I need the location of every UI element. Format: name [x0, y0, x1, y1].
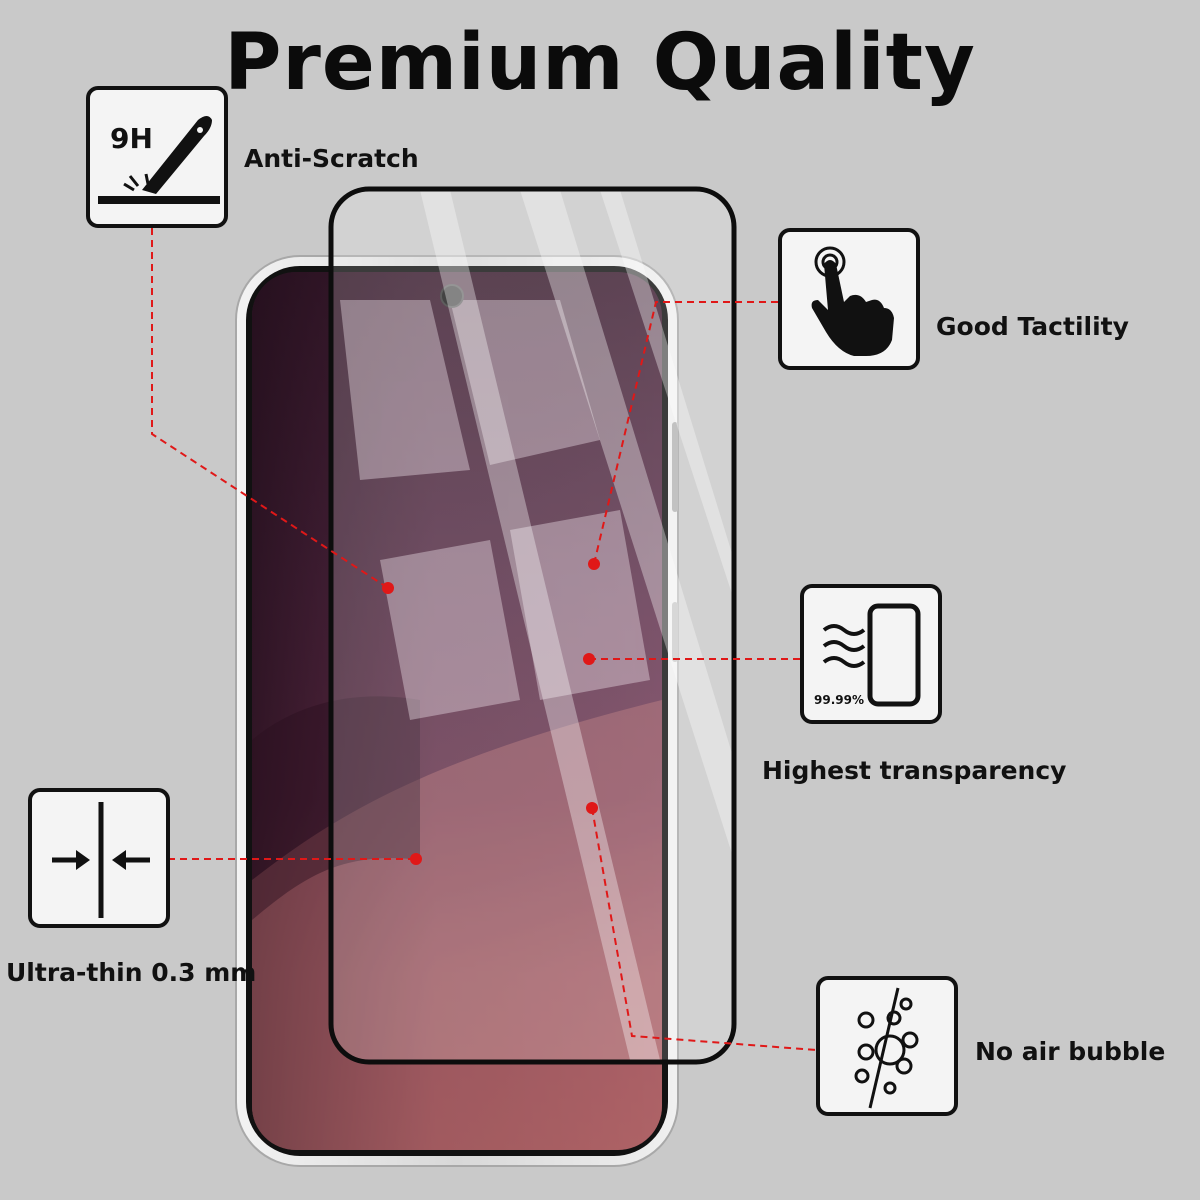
tactility-label: Good Tactility — [936, 312, 1129, 341]
guide-lines — [151, 228, 817, 1051]
transparency-badge: 99.99% — [814, 693, 864, 707]
guide-points — [382, 558, 600, 865]
transparency-label: Highest transparency — [762, 756, 1067, 785]
screen-protector — [328, 186, 737, 1065]
hardness-badge: 9H — [110, 122, 153, 155]
phone — [235, 255, 679, 1167]
ultra-thin-label: Ultra-thin 0.3 mm — [6, 958, 257, 987]
phone-light-icon: 99.99% — [814, 603, 921, 707]
touch-hand-icon — [811, 246, 894, 356]
ultra-thin-icon-box — [28, 788, 170, 928]
bubble-label: No air bubble — [975, 1037, 1166, 1066]
guide-line-bubble — [591, 807, 817, 1051]
transparency-icon-box: 99.99% — [800, 584, 942, 724]
page-title: Premium Quality — [224, 18, 976, 108]
bubble-icon-box — [816, 976, 958, 1116]
bubbles-icon — [854, 987, 919, 1109]
anti-scratch-icon-box: 9H — [86, 86, 228, 228]
knife-scratch-icon: 9H — [98, 116, 220, 204]
guide-line-anti-scratch — [151, 228, 389, 589]
tactility-icon-box — [778, 228, 920, 370]
phone-screen — [252, 272, 662, 1150]
anti-scratch-label: Anti-Scratch — [244, 144, 419, 173]
guide-line-tactility — [593, 301, 778, 565]
compress-arrows-icon — [52, 802, 150, 918]
